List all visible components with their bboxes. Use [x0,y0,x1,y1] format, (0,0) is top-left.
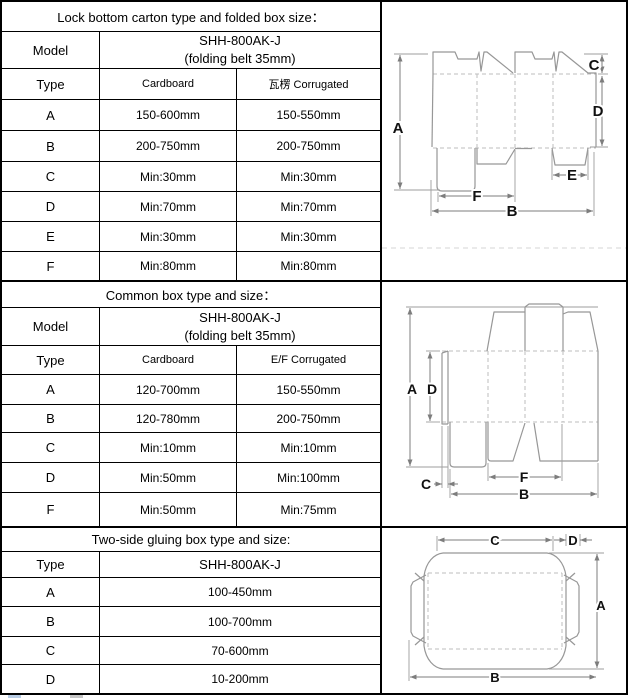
box-outline [443,552,547,670]
spec-cell: Min:70mm [237,192,380,222]
spec-cell: Min:70mm [100,192,237,222]
spec-cell: 100-700mm [100,607,380,637]
spec-cell: Min:30mm [237,162,380,192]
dimension-label-f: F [472,188,481,205]
two-side-gluing-blank-drawing: C D A B [408,531,608,687]
spec-cell: Min:80mm [280,259,337,273]
spec-cell: C [2,637,100,665]
spec-cell: 150-550mm [237,375,380,405]
bottom-edge-artifact [8,695,21,698]
spec-cell: D [2,463,100,493]
spec-cell: F [2,252,100,280]
dimension-label-d: D [568,533,577,548]
section-divider [0,526,628,528]
type-label: Type [2,552,100,578]
common-box-spec-table: Common box type and size： Model SHH-800A… [2,282,380,526]
common-box-diagram: A D C F B [382,282,626,526]
dimension-label-a: A [407,381,417,397]
model-value: SHH-800AK-J [100,552,380,578]
spec-cell: Min:10mm [100,433,237,463]
dimension-label-c: C [589,57,600,74]
spec-cell: A [2,375,100,405]
two-side-gluing-diagram: C D A B [382,528,626,693]
lock-bottom-spec-table: Lock bottom carton type and folded box s… [2,2,380,280]
section-divider [0,280,628,282]
type-label: Type [2,346,100,375]
spec-cell: 70-600mm [100,637,380,665]
spec-cell: Min:100mm [237,463,380,493]
dimension-label-c: C [490,533,500,548]
dimension-label-b: B [490,670,499,685]
bottom-edge-artifact [70,695,83,698]
spec-cell: Min:75mm [280,502,337,517]
spec-cell: Min:10mm [237,433,380,463]
dimension-label-c: C [421,476,431,492]
spec-cell: A [2,578,100,607]
section-title: Lock bottom carton type and folded box s… [2,2,380,32]
spec-cell: 150-550mm [237,100,380,131]
spec-cell: Min:50mm [100,493,237,526]
spec-cell: B [2,405,100,433]
lock-bottom-diagram: A C D E F B [382,2,626,280]
model-note: (folding belt 35mm) [184,327,296,343]
dimension-label-d: D [427,381,437,397]
column-header-corrugated: E/F Corrugated [237,346,380,375]
column-header-corrugated: 瓦楞 Corrugated [237,69,380,100]
spec-cell: D [2,192,100,222]
spec-cell: 120-700mm [100,375,237,405]
spec-cell: Min:30mm [100,162,237,192]
dimension-label-e: E [567,167,577,184]
spec-cell: Min:30mm [237,222,380,252]
box-outline [432,51,597,147]
dimension-label-a: A [596,598,606,613]
box-outline [441,350,449,425]
model-name: SHH-800AK-J [199,309,281,325]
spec-cell: Min:50mm [100,463,237,493]
spec-cell: 100-450mm [100,578,380,607]
dimension-label-d: D [593,103,604,120]
model-name: SHH-800AK-J [199,33,281,49]
spec-cell: Min:30mm [100,222,237,252]
spec-cell: D [2,665,100,693]
spec-cell: A [2,100,100,131]
spec-cell: 150-600mm [100,100,237,131]
model-label: Model [2,308,100,346]
spec-cell: 200-750mm [100,131,237,162]
section-title: Two-side gluing box type and size: [2,528,380,552]
spec-cell: C [2,162,100,192]
type-label: Type [2,69,100,100]
dimension-label-b: B [507,203,518,220]
spec-cell: B [2,131,100,162]
column-header-cardboard: Cardboard [100,346,237,375]
section-title: Common box type and size： [2,282,380,308]
dimension-label-f: F [520,469,529,485]
model-value: SHH-800AK-J (folding belt 35mm) [100,308,380,346]
common-box-blank-drawing: A D C F B [405,303,599,504]
spec-cell: C [2,433,100,463]
spec-cell: Min:80mm [100,252,237,280]
model-note: (folding belt 35mm) [184,51,296,66]
spec-cell: F [2,493,100,526]
lock-bottom-blank-drawing: A C D E F B [382,51,626,249]
model-label: Model [2,32,100,69]
spec-cell: 200-750mm [237,131,380,162]
column-header-cardboard: Cardboard [100,69,237,100]
spec-cell: 200-750mm [237,405,380,433]
model-value: SHH-800AK-J (folding belt 35mm) [100,32,380,69]
vertical-divider [380,0,382,695]
spec-cell: 120-780mm [100,405,237,433]
two-side-gluing-spec-table: Two-side gluing box type and size: Type … [2,528,380,693]
dimension-label-b: B [519,486,529,502]
spec-cell: E [2,222,100,252]
dimension-label-a: A [393,120,404,137]
spec-cell: 10-200mm [211,672,269,686]
spec-cell: B [2,607,100,637]
